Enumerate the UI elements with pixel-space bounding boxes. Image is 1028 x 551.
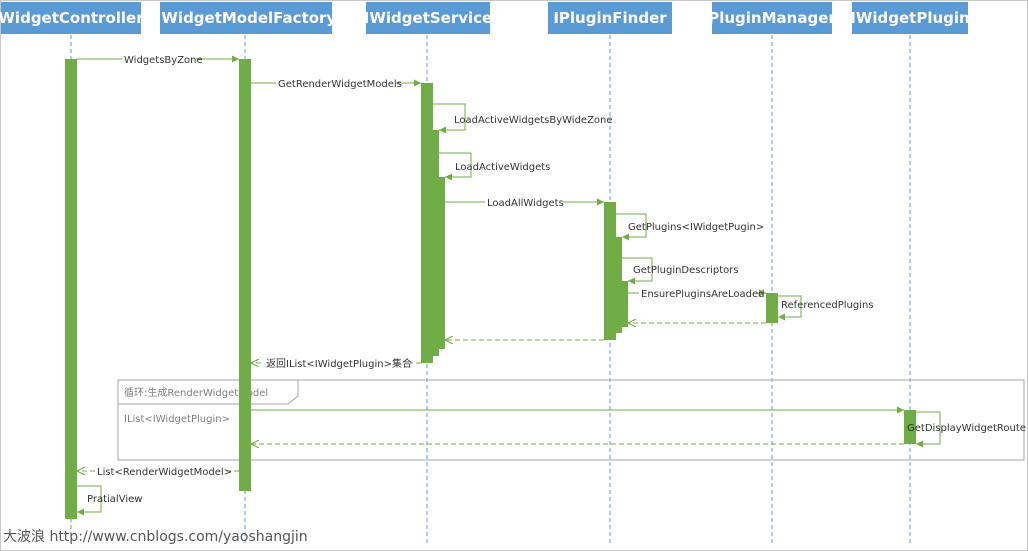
loop-frame-guard: IList<IWidgetPlugin> [124,414,230,425]
message-label-getdisplaywidgetroute: GetDisplayWidgetRoute [907,423,1026,434]
message-label-getrenderwidgetmodels: GetRenderWidgetModels [278,79,402,90]
activation-iwidgetplugin [904,410,916,444]
message-label-loadallwidgets: LoadAllWidgets [487,198,564,209]
message-label-ensurepluginsareloaded: EnsurePluginsAreLoaded [641,289,764,300]
message-loadactivewidgets [439,152,472,181]
message-label-loadactivewidgets: LoadActiveWidgets [455,162,550,173]
message-loadactivewidgetsbywidezone [433,103,466,134]
participant-iwidgetmodelfactory: IWidgetModelFactory [156,2,336,34]
activation-pluginmanager [766,293,778,323]
activation-widgetcontroller [65,59,77,519]
message-getplugins [616,213,647,241]
participant-pluginmanager: PluginManager [708,2,836,34]
participant-widgetcontroller: WidgetController [0,2,144,34]
participant-iwidgetplugin: IWidgetPlugin [850,2,970,34]
message-getplugindescriptors [622,257,653,285]
message-label-getplugins: GetPlugins<IWidgetPugin> [628,222,764,233]
activation-iwidgetservice-nested-2 [433,177,445,349]
message-label-referencedplugins: ReferencedPlugins [781,300,874,311]
activation-ipluginfinder-nested-2 [616,281,628,327]
message-label-widgetsbyzone: WidgetsByZone [124,55,203,66]
message-label-pratialview: PratialView [87,494,142,505]
loop-frame-title: 循环:生成RenderWidgetModel [124,386,268,399]
message-referencedplugins [778,295,802,321]
message-label-getplugindescriptors: GetPluginDescriptors [633,265,739,276]
message-label-loadactivewidgetsbywidezone: LoadActiveWidgetsByWideZone [454,115,613,126]
participant-iwidgetservice: IWidgetService [364,2,492,34]
participant-ipluginfinder: IPluginFinder [548,2,672,34]
watermark: 大波浪 http://www.cnblogs.com/yaoshangjin [3,529,308,545]
message-getdisplaywidgetroute [916,411,941,448]
loop-frame: 循环:生成RenderWidgetModel IList<IWidgetPlug… [117,379,1025,461]
message-label-return-ilist: 返回IList<IWidgetPlugin>集合 [266,357,412,370]
activation-iwidgetmodelfactory [239,59,251,491]
message-label-list-renderwidgetmodel: List<RenderWidgetModel> [97,467,232,478]
message-pratialview [77,485,102,516]
